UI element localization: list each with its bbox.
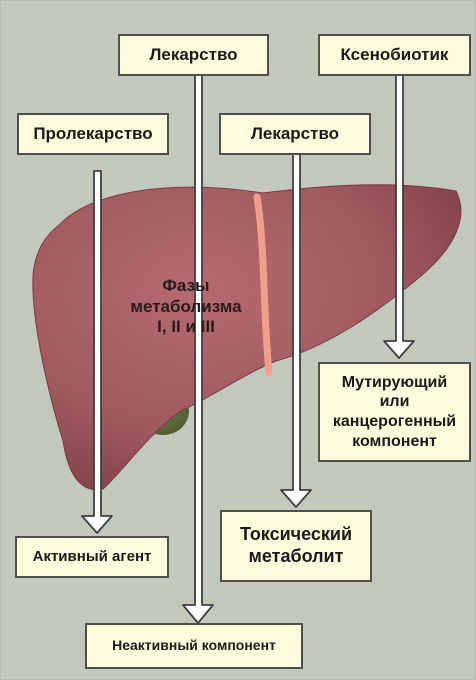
prodrug-text: Пролекарство — [33, 124, 152, 145]
liver-text-line2: метаболизма — [101, 297, 271, 318]
xenobiotic-text: Ксенобиотик — [341, 45, 449, 66]
prodrug-label: Пролекарство — [17, 113, 169, 155]
mutagenic-text-line3: канцерогенный — [333, 412, 456, 432]
metabolism-phases-text: Фазы метаболизма I, II и III — [101, 276, 271, 338]
inactive-component-text: Неактивный компонент — [112, 637, 276, 654]
inactive-component-label: Неактивный компонент — [85, 623, 303, 669]
liver-text-line1: Фазы — [101, 276, 271, 297]
drug-top-label: Лекарство — [118, 34, 269, 76]
toxic-text-line2: метаболит — [249, 546, 344, 568]
liver-text-line3: I, II и III — [101, 317, 271, 338]
mutagenic-text-line4: компонент — [352, 432, 437, 452]
active-agent-label: Активный агент — [15, 536, 169, 578]
mutagenic-component-label: Мутирующий или канцерогенный компонент — [318, 362, 471, 462]
xenobiotic-label: Ксенобиотик — [318, 34, 471, 76]
toxic-text-line1: Токсический — [240, 524, 352, 546]
mutagenic-text-line1: Мутирующий — [342, 373, 447, 393]
mutagenic-text-line2: или — [380, 392, 410, 412]
active-agent-text: Активный агент — [33, 548, 152, 566]
drug-top-text: Лекарство — [149, 45, 237, 66]
drug-middle-text: Лекарство — [251, 124, 339, 145]
drug-middle-label: Лекарство — [219, 113, 371, 155]
toxic-metabolite-label: Токсический метаболит — [220, 510, 372, 582]
